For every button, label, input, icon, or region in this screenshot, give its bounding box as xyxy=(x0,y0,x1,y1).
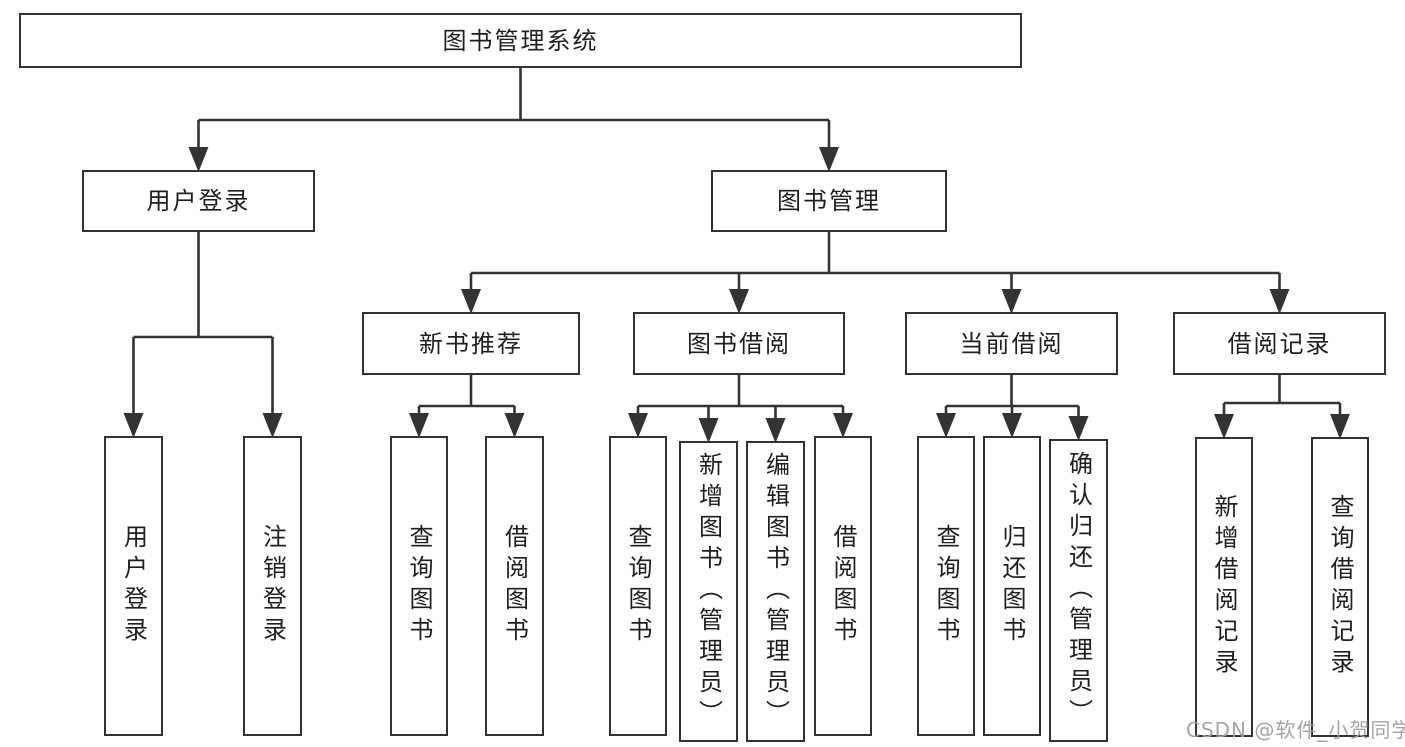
leaf-edit-books-admin: 编辑图书（管理员） xyxy=(746,441,805,742)
node-borrowing-records: 借阅记录 xyxy=(1173,312,1386,375)
leaf-add-books-admin: 新增图书（管理员） xyxy=(679,441,738,742)
leaf-logout: 注销登录 xyxy=(243,436,302,736)
node-user-login: 用户登录 xyxy=(82,170,315,232)
node-new-book-recommendation: 新书推荐 xyxy=(362,312,580,375)
leaf-query-books-recommend: 查询图书 xyxy=(390,436,448,736)
node-library-management-system: 图书管理系统 xyxy=(19,13,1022,68)
leaf-borrow-books-recommend: 借阅图书 xyxy=(485,436,544,736)
leaf-borrow-books: 借阅图书 xyxy=(814,436,872,736)
node-book-management: 图书管理 xyxy=(711,170,947,232)
leaf-add-borrow-record: 新增借阅记录 xyxy=(1195,437,1253,737)
leaf-query-borrow-record: 查询借阅记录 xyxy=(1311,437,1369,737)
node-current-borrowing: 当前借阅 xyxy=(905,312,1118,375)
node-book-borrowing: 图书借阅 xyxy=(633,312,845,375)
leaf-query-books-current: 查询图书 xyxy=(917,436,975,736)
csdn-watermark: CSDN @软件_小贺同学 xyxy=(1186,718,1405,742)
leaf-user-login: 用户登录 xyxy=(104,436,163,736)
leaf-query-books-borrow: 查询图书 xyxy=(609,436,667,736)
leaf-confirm-return-admin: 确认归还（管理员） xyxy=(1049,439,1108,742)
leaf-return-books: 归还图书 xyxy=(983,436,1041,736)
